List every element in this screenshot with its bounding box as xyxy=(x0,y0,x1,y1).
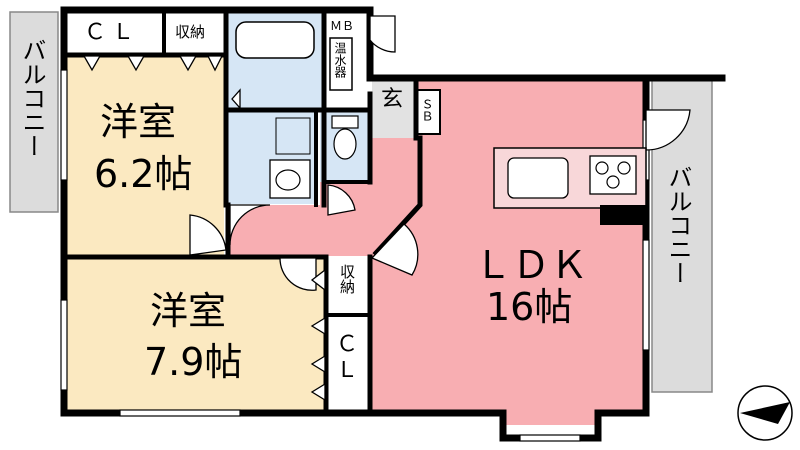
bathtub-icon xyxy=(235,21,315,59)
kitchen-counter xyxy=(493,147,647,225)
shoe-box-label: ＳＢ xyxy=(420,98,434,122)
doors xyxy=(189,15,691,291)
closet-cl-bottom-label: ＣＬ xyxy=(332,332,357,384)
storage-mid-label: 収納 xyxy=(338,264,356,294)
closet-cl-top xyxy=(64,12,164,55)
closet-doors xyxy=(82,55,326,402)
washbasin-icon xyxy=(269,117,311,199)
north-arrow-icon xyxy=(737,385,793,441)
bedroom-lower-size: 7.9帖 xyxy=(144,340,243,384)
closet-cl-top-label: ＣＬ xyxy=(84,20,141,45)
bedroom-lower-floor xyxy=(64,258,326,413)
ldk-name: ＬＤＫ xyxy=(474,243,589,287)
bedroom-upper-size: 6.2帖 xyxy=(94,152,193,196)
toilet-icon xyxy=(331,115,359,160)
closet-cl-bottom xyxy=(326,318,370,413)
storage-mid xyxy=(326,258,370,313)
ldk-size: 16帖 xyxy=(486,285,573,329)
water-heater-box xyxy=(329,37,353,91)
balcony-left xyxy=(9,11,59,213)
shoe-box xyxy=(415,89,441,135)
bedroom-lower-name: 洋室 xyxy=(150,289,227,333)
storage-top-label: 収納 xyxy=(175,23,206,41)
sink-icon xyxy=(507,157,569,199)
entrance-floor xyxy=(372,80,416,138)
storage-top xyxy=(164,12,226,55)
entrance-label: 玄 xyxy=(381,87,404,112)
water-heater-label: 温水器 xyxy=(333,42,347,78)
balcony-left-label: バルコニー xyxy=(18,38,46,158)
mb-label: ＭＢ xyxy=(330,19,355,33)
bedroom-upper-name: 洋室 xyxy=(100,100,177,144)
balcony-right-label: バルコニー xyxy=(664,165,692,285)
